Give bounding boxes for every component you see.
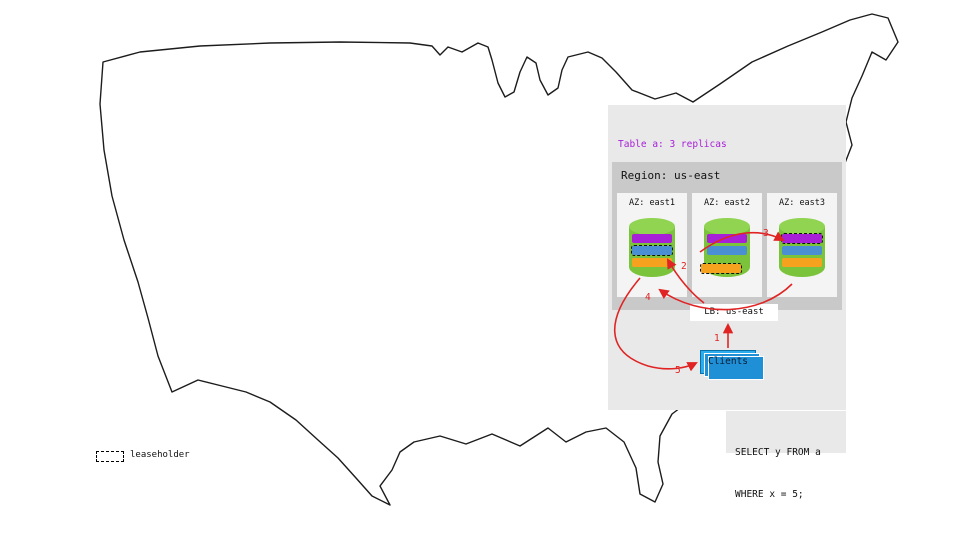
region-label: Region: us-east <box>621 169 721 182</box>
replica-table-a <box>632 234 672 243</box>
az-east3: AZ: east3 <box>767 193 837 297</box>
node-east1-cylinder <box>629 218 675 277</box>
replica-table-b-leaseholder <box>700 263 742 274</box>
sql-line-2: WHERE x = 5; <box>735 489 804 500</box>
node-east2-replicas <box>700 234 747 274</box>
az-east2: AZ: east2 <box>692 193 762 297</box>
node-east2-cylinder <box>700 218 750 277</box>
node-east3-replicas <box>781 233 823 267</box>
step-label-4: 4 <box>645 292 651 303</box>
replica-index-a <box>707 246 747 255</box>
replica-table-b <box>782 258 822 267</box>
replica-table-a <box>707 234 747 243</box>
clients-box: Clients <box>700 350 764 380</box>
step-label-2: 2 <box>681 261 687 272</box>
node-east1-replicas <box>631 234 673 267</box>
node-east3-cylinder <box>779 218 825 277</box>
replica-index-a <box>782 246 822 255</box>
az-east2-label: AZ: east2 <box>703 198 751 208</box>
replica-table-b <box>632 258 672 267</box>
load-balancer: LB: us-east <box>690 304 778 321</box>
step-label-5: 5 <box>675 365 681 376</box>
az-east3-label: AZ: east3 <box>778 198 826 208</box>
step-label-1: 1 <box>714 333 720 344</box>
sql-statement-box: SELECT y FROM a WHERE x = 5; <box>726 411 846 500</box>
replica-index-a-leaseholder <box>631 245 673 256</box>
replica-table-a-leaseholder <box>781 233 823 244</box>
step-label-3: 3 <box>763 228 769 239</box>
az-east1-label: AZ: east1 <box>628 198 676 208</box>
leaseholder-key-label: leaseholder <box>130 450 190 460</box>
leaseholder-key-icon <box>96 451 124 462</box>
legend-table-a: Table a: 3 replicas <box>618 139 727 150</box>
sql-line-1: SELECT y FROM a <box>735 447 821 458</box>
az-east1: AZ: east1 <box>617 193 687 297</box>
